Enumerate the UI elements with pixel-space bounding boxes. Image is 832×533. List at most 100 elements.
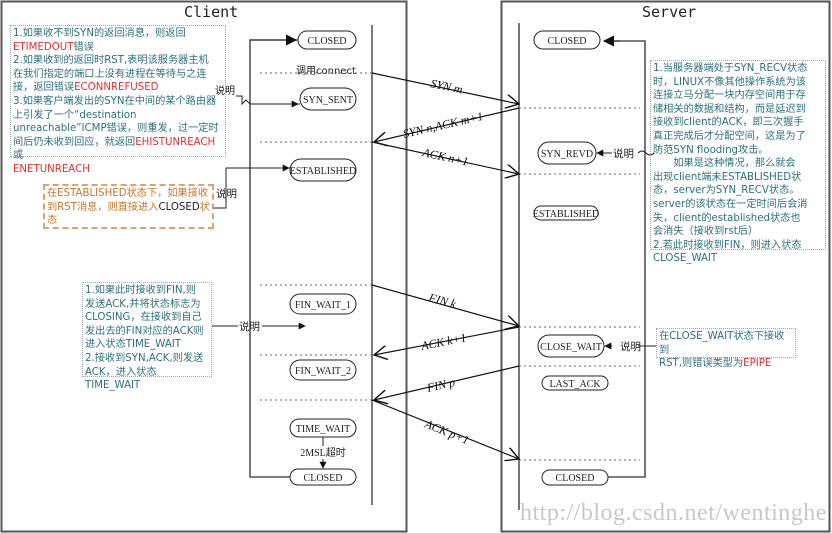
note-text: server的该状态在一定时间后会消 <box>653 198 808 210</box>
server-state-loop <box>600 40 646 478</box>
msg-ack-k1: ACK k+1 <box>374 326 520 355</box>
note-line: 态，server为SYN_RECV状态。 <box>653 184 823 198</box>
svg-text:FIN k: FIN k <box>426 290 458 311</box>
watermark: http://blog.csdn.net/wentinghe <box>520 500 827 526</box>
svg-text:SYN n,ACK m+1: SYN n,ACK m+1 <box>402 109 485 141</box>
note-line: ETIMEDOUT错误 <box>13 41 223 55</box>
note-text: 真正完成后才分配空间，这是为了 <box>653 130 806 142</box>
client-state-time-wait: TIME_WAIT <box>289 418 357 438</box>
note-text: 1.当服务器端处于SYN_RECV状态 <box>653 63 808 74</box>
note-text: 2.接收到SYN,ACK,则发送 <box>85 352 204 364</box>
note-line: 发送ACK,并将状态标志为 <box>85 298 209 312</box>
msg-ack-p1: ACK p+1 <box>371 399 519 459</box>
callout-label-connect: 说明 <box>215 86 235 97</box>
svg-text:CLOSED: CLOSED <box>308 36 347 47</box>
note-line: 间后仍未收到回应，就返回EHISTUNREACH或 <box>13 136 223 163</box>
note-line: 连接立马分配一块内存空间用于存 <box>653 89 823 103</box>
svg-text:LAST_ACK: LAST_ACK <box>549 379 601 390</box>
client-state-fin-wait-1: FIN_WAIT_1 <box>289 293 357 315</box>
note-text: 1.如果此时接收到FIN,则 <box>85 285 196 296</box>
note-text: 1.如果收不到SYN的返回消息，则返回 <box>13 28 186 39</box>
client-state-syn-sent: SYN_SENT <box>299 87 357 111</box>
svg-text:ACK n+1: ACK n+1 <box>420 145 469 169</box>
note-text: 态 <box>47 215 58 227</box>
note-line: CLOSE_WAIT <box>653 252 823 266</box>
note-line: 出现client端未ESTABLISHED状 <box>653 171 823 185</box>
svg-text:CLOSED: CLOSED <box>556 473 595 484</box>
note-line: 储相关的数据和结构，而是延迟到 <box>653 103 823 117</box>
note-text: 发送ACK,并将状态标志为 <box>85 298 201 310</box>
note-line: 接，返回错误ECONNREFUSED <box>13 81 223 95</box>
note-text: 在CLOSE_WAIT状态下接收到 <box>659 331 785 356</box>
note-line: 进入状态TIME_WAIT <box>85 338 209 352</box>
svg-text:CLOSED: CLOSED <box>304 473 343 484</box>
error-code: EHISTUNREACH <box>135 136 216 148</box>
callout-label-close-wait: 说明 <box>620 341 641 353</box>
note-line: 真正完成后才分配空间，这是为了 <box>653 130 823 144</box>
note-line: 如果是这种情况，那么就会 <box>653 157 823 171</box>
note-line: CLOSING，在接收到自己 <box>85 311 209 325</box>
svg-text:SYN_SENT: SYN_SENT <box>303 95 353 106</box>
note-text: CLOSE_WAIT <box>653 253 718 265</box>
note-text: 储相关的数据和结构，而是延迟到 <box>653 103 806 115</box>
note-text: 接，返回错误 <box>13 82 75 94</box>
note-text: 进入状态TIME_WAIT <box>85 339 182 351</box>
svg-text:SYN m: SYN m <box>429 76 464 96</box>
note-line: 3.如果客户端发出的SYN在中间的某个路由器 <box>13 95 223 109</box>
msg-ack-n1: ACK n+1 <box>371 141 519 174</box>
server-state-close-wait: CLOSE_WAIT <box>537 334 605 358</box>
note-line: 1.当服务器端处于SYN_RECV状态 <box>653 62 823 76</box>
note-text: 状 <box>199 201 210 213</box>
client-heading: Client <box>184 3 238 21</box>
note-text: 接收到client的ACK，即三次握手 <box>653 117 804 129</box>
callout-label-fin: 说明 <box>239 321 260 333</box>
client-frame <box>0 0 408 533</box>
note-line: 2.如果收到的返回时RST,表明该服务器主机 <box>13 54 223 68</box>
note-text: 防范SYN flooding攻击。 <box>653 144 769 156</box>
svg-text:ACK k+1: ACK k+1 <box>419 330 468 353</box>
note-text: ACK，进入状态TIME_WAIT <box>85 366 157 392</box>
note-text: 错误 <box>73 41 94 53</box>
note-line: 会消失（接收到rst后） <box>653 225 823 239</box>
callout-label-established: 说明 <box>216 188 237 200</box>
server-heading: Server <box>642 3 696 21</box>
note-text: 3.如果客户端发出的SYN在中间的某个路由器 <box>13 95 217 107</box>
client-state-closed: CLOSED <box>297 30 357 50</box>
client-state-closed-final: CLOSED <box>289 468 357 486</box>
note-line: 1.如果此时接收到FIN,则 <box>85 284 209 298</box>
note-line: 在CLOSE_WAIT状态下接收到 <box>659 330 793 357</box>
error-code: ECONNREFUSED <box>74 82 159 94</box>
note-text: 在我们指定的端口上没有进程在等待与之连 <box>13 68 207 80</box>
server-state-established: ESTABLISHED <box>533 205 599 221</box>
note-text: unreachable”ICMP错误，则重发，过一定时 <box>13 123 219 135</box>
svg-text:FIN_WAIT_2: FIN_WAIT_2 <box>295 366 351 377</box>
note-line: 到RST消息，则直接进入CLOSED状 <box>47 201 210 215</box>
note-line: ACK，进入状态TIME_WAIT <box>85 366 209 393</box>
svg-text:ESTABLISHED: ESTABLISHED <box>290 166 356 177</box>
note-fin-wait: 1.如果此时接收到FIN,则发送ACK,并将状态标志为 CLOSING，在接收到自… <box>82 282 212 391</box>
note-line: unreachable”ICMP错误，则重发，过一定时 <box>13 122 223 136</box>
note-line: 接收到client的ACK，即三次握手 <box>653 116 823 130</box>
msg-syn-m: SYN m <box>371 72 519 104</box>
svg-text:FIN_WAIT_1: FIN_WAIT_1 <box>295 300 351 311</box>
msg-syn-n-ack: SYN n,ACK m+1 <box>374 107 520 142</box>
error-code: ETIMEDOUT <box>13 41 74 53</box>
server-state-closed: CLOSED <box>533 30 601 50</box>
msg-fin-k: FIN k <box>371 284 519 326</box>
svg-text:ACK p+1: ACK p+1 <box>422 416 471 447</box>
note-text: CLOSING，在接收到自己 <box>85 312 202 324</box>
note-text: 2.若此时接收到FIN，则进入状态 <box>653 239 802 251</box>
timeout-label: 2MSL超时 <box>300 446 346 459</box>
note-text: 在ESTABLISHED状态下，如果接收 <box>47 188 209 199</box>
server-state-last-ack: LAST_ACK <box>541 375 609 391</box>
note-text: 态，server为SYN_RECV状态。 <box>653 185 800 197</box>
note-line: 1.如果收不到SYN的返回消息，则返回 <box>13 27 223 41</box>
note-text: 会消失（接收到rst后） <box>653 226 759 238</box>
msg-fin-p: FIN p <box>374 365 520 400</box>
svg-text:CLOSED: CLOSED <box>548 36 587 47</box>
server-state-syn-revd: SYN_REVD <box>537 141 597 165</box>
note-line: 2.若此时接收到FIN，则进入状态 <box>653 239 823 253</box>
client-state-fin-wait-2: FIN_WAIT_2 <box>289 359 357 381</box>
